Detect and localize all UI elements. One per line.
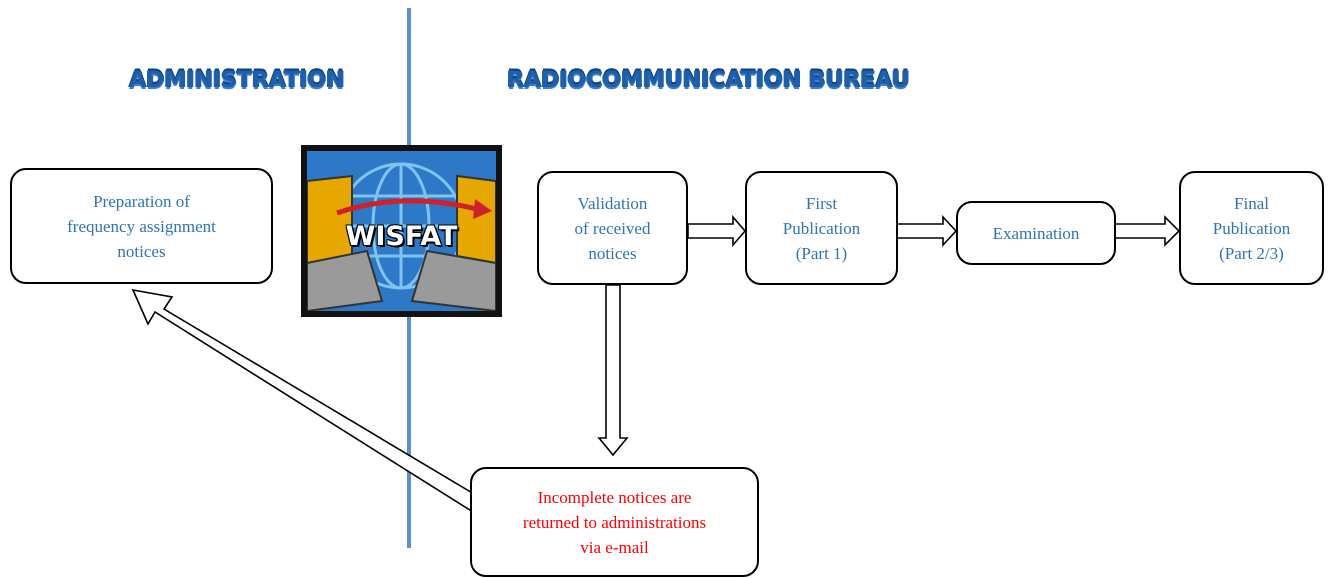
wisfat-logo: WISFAT [301, 145, 502, 317]
box-preparation-label: Preparation of frequency assignment noti… [67, 191, 216, 261]
box-preparation: Preparation of frequency assignment noti… [10, 168, 273, 284]
heading-administration: ADMINISTRATION [129, 68, 345, 93]
heading-radiocommunication-bureau: RADIOCOMMUNICATION BUREAU [507, 68, 910, 93]
box-incomplete-notices: Incomplete notices are returned to admin… [470, 467, 759, 577]
box-validation-label: Validation of received notices [574, 193, 651, 263]
box-validation: Validation of received notices [537, 171, 688, 285]
box-examination: Examination [956, 201, 1116, 265]
arrow-first-publication-to-examination [896, 214, 958, 248]
wisfat-logo-graphic: WISFAT [307, 151, 496, 311]
box-first-publication-label: First Publication (Part 1) [782, 193, 861, 263]
box-final-publication-label: Final Publication (Part 2/3) [1212, 193, 1291, 263]
arrow-examination-to-final-publication [1114, 215, 1181, 247]
arrow-incomplete-to-preparation [131, 288, 480, 514]
box-final-publication: Final Publication (Part 2/3) [1179, 171, 1324, 285]
arrow-validation-to-incomplete [597, 284, 629, 457]
box-first-publication: First Publication (Part 1) [745, 171, 898, 285]
arrow-validation-to-first-publication [687, 214, 747, 248]
wisfat-logo-text: WISFAT [345, 221, 458, 252]
box-examination-label: Examination [992, 223, 1080, 243]
globe-icon [307, 162, 496, 311]
box-incomplete-notices-label: Incomplete notices are returned to admin… [522, 487, 707, 557]
